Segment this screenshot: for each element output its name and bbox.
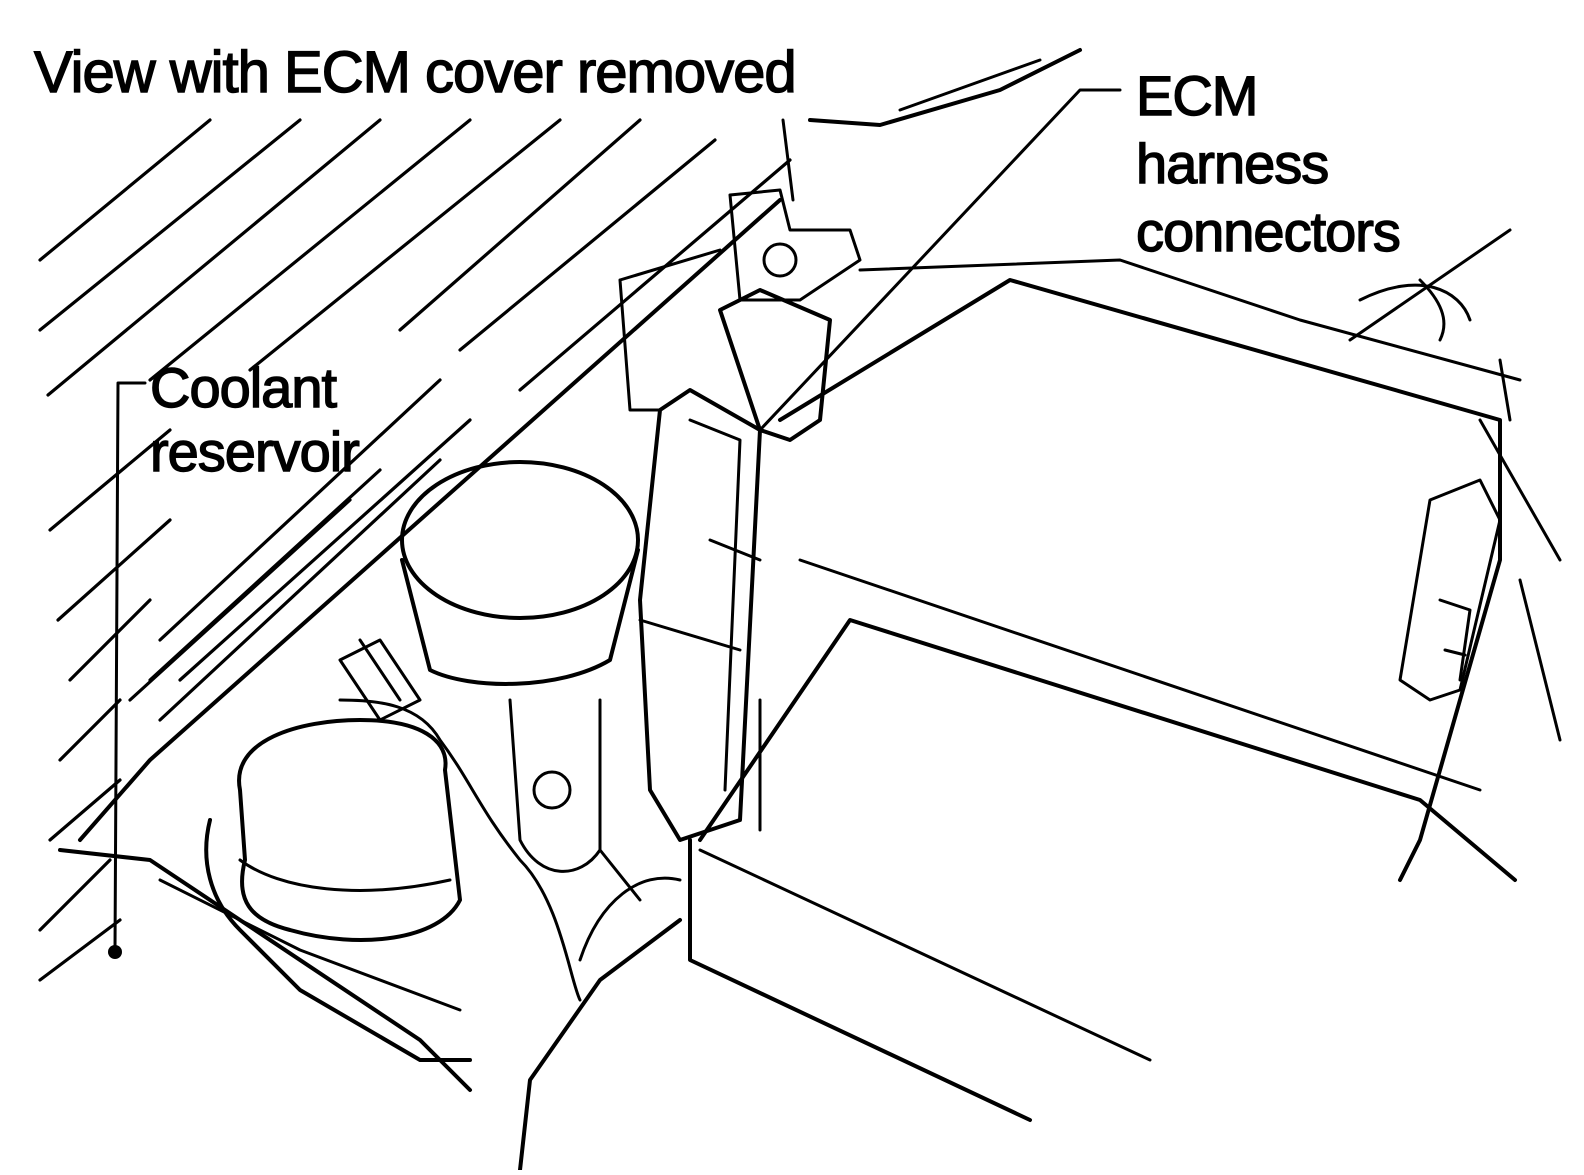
coolant-reservoir-label: Coolant reservoir — [149, 355, 360, 484]
lower-housing-detail — [578, 848, 682, 962]
lower-fender-inner — [158, 878, 462, 1012]
ecm-leader — [758, 88, 1122, 432]
fluid-reservoir-cap — [400, 460, 640, 620]
battery-side — [698, 558, 1482, 1062]
ecm-bracket-inner — [638, 418, 762, 792]
hood-line — [898, 58, 1042, 112]
ecm-unit-top-edge — [858, 258, 1522, 382]
hatched-panel — [38, 118, 792, 982]
panel-edge — [808, 48, 1082, 127]
right-lines — [1348, 228, 1562, 742]
coolant-hose — [338, 698, 582, 1002]
fluid-reservoir-body — [400, 548, 640, 686]
coolant-label-line1: Coolant — [149, 355, 337, 419]
bolt — [532, 770, 572, 810]
coolant-label-line2: reservoir — [149, 419, 360, 483]
fender-edge — [78, 198, 782, 842]
connector-bolt — [762, 242, 798, 278]
lower-housing — [518, 918, 682, 1172]
ecm-side-clip — [1398, 478, 1502, 702]
ecm-unit — [778, 278, 1502, 882]
lower-fender — [58, 848, 472, 1092]
coolant-leader-dot — [108, 945, 122, 959]
battery-box — [698, 618, 1517, 882]
battery-front — [688, 838, 1032, 1122]
ecm-harness-connectors-label: ECM harness connectors — [1135, 62, 1401, 266]
coolant-reservoir-cap — [237, 718, 462, 942]
right-hose — [1358, 278, 1472, 342]
coolant-leader — [113, 381, 147, 952]
connector-wire — [618, 248, 722, 412]
ecm-label-line2: harness — [1135, 131, 1330, 195]
ecm-label-line3: connectors — [1135, 199, 1401, 263]
diagram-title: View with ECM cover removed — [33, 39, 797, 105]
ecm-bracket — [638, 388, 762, 842]
connector-top — [728, 188, 862, 302]
title-leader — [781, 118, 795, 202]
coolant-reservoir-body — [204, 818, 472, 1062]
clip-detail — [1438, 598, 1472, 682]
reservoir-fitting — [338, 638, 422, 722]
fluid-reservoir-neck — [508, 698, 602, 873]
reservoir-cap-rim — [238, 858, 452, 892]
ecm-label-line1: ECM — [1135, 63, 1259, 127]
